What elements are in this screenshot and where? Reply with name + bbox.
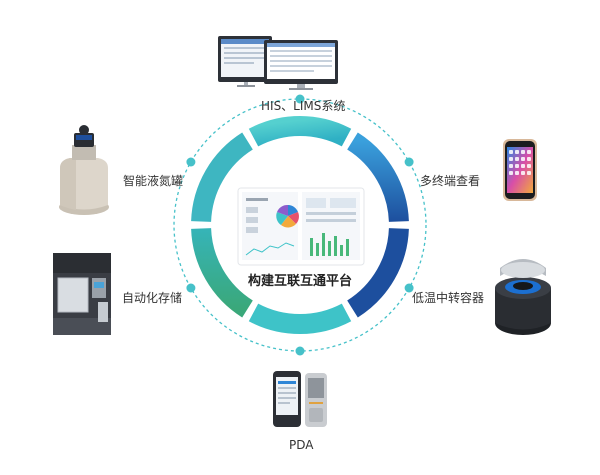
dot-bottom <box>295 346 305 356</box>
ring-dots <box>186 94 414 356</box>
dot-lower-right <box>404 283 414 293</box>
ring-segment-upper-left <box>191 132 254 223</box>
dot-lower-left <box>186 283 196 293</box>
dot-upper-right <box>404 157 414 167</box>
automated-storage-label: 自动化存储 <box>122 291 183 305</box>
liquid-nitrogen-tank-icon <box>59 125 109 215</box>
smart-nitrogen-tank-label: 智能液氮罐 <box>123 174 184 188</box>
dashed-outer-ring <box>173 98 427 352</box>
multi-terminal-label: 多终端查看 <box>420 174 481 188</box>
center-pie-icon <box>276 204 299 228</box>
smartphone-icon <box>503 139 537 201</box>
ring-segment-lower-right <box>346 227 409 318</box>
ring-segment-top <box>248 116 352 147</box>
ring-segment-bottom <box>248 303 352 334</box>
his-lims-label: HIS、LIMS系统 <box>261 99 346 113</box>
dot-top <box>295 94 305 104</box>
ring-segment-upper-right <box>346 132 409 223</box>
platform-title: 构建互联互通平台 <box>247 274 353 289</box>
center-dashboard-screen <box>237 187 365 266</box>
ring-segment-lower-left <box>191 227 254 318</box>
desktop-monitors-icon <box>218 36 338 90</box>
ring-segments <box>191 116 409 334</box>
automated-storage-cabinet-icon <box>53 253 111 335</box>
pda-label: PDA <box>289 438 314 452</box>
cryo-transfer-container-icon <box>495 259 551 335</box>
pda-handheld-icon <box>273 371 327 427</box>
cryo-transfer-label: 低温中转容器 <box>412 291 485 305</box>
dot-upper-left <box>186 157 196 167</box>
